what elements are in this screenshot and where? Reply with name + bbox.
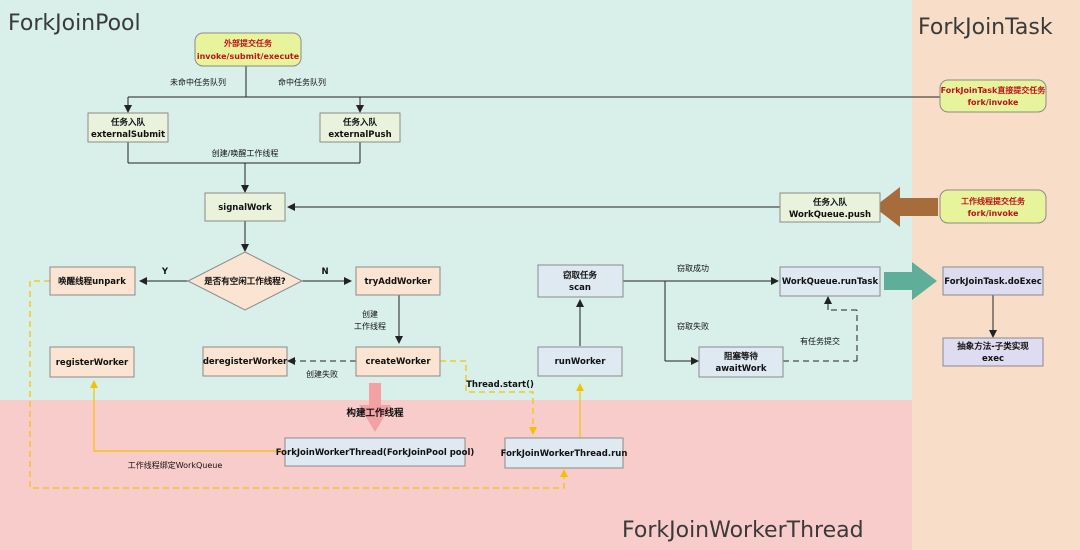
node-deregisterworker <box>202 346 288 377</box>
node-runworker-label: runWorker <box>555 357 607 367</box>
node-idle-worker-decision-label: 是否有空闲工作线程? <box>203 276 286 287</box>
node-externalsubmit-line2: externalSubmit <box>91 130 165 140</box>
node-worker-thread-ctor <box>284 437 466 467</box>
node-external-submit-line1: 外部提交任务 <box>224 38 273 48</box>
label-thread-start: Thread.start() <box>466 380 534 390</box>
node-externalpush-line2: externalPush <box>328 130 391 140</box>
edge-bind-workqueue <box>90 380 285 452</box>
label-yes: Y <box>161 267 169 277</box>
node-createworker <box>355 346 441 377</box>
node-awaitwork-line2: awaitWork <box>715 364 766 374</box>
node-abstract-exec-line1: 抽象方法-子类实现 <box>957 341 1029 352</box>
node-workqueue-push-line1: 任务入队 <box>812 197 848 208</box>
node-doexec <box>942 266 1044 296</box>
label-create-wake: 创建/唤醒工作线程 <box>212 148 279 158</box>
node-external-submit <box>194 32 302 67</box>
node-createworker-label: createWorker <box>365 357 431 367</box>
node-externalsubmit <box>87 112 169 143</box>
node-steal-scan-line2: scan <box>569 283 591 293</box>
region-forkjoinpool-bg <box>0 0 912 400</box>
region-title-forkjointask: ForkJoinTask <box>918 15 1053 40</box>
node-worker-thread-submit-line1: 工作线程提交任务 <box>961 196 1026 206</box>
node-deregisterworker-label: deregisterWorker <box>203 357 288 367</box>
node-externalsubmit-line1: 任务入队 <box>110 117 146 128</box>
node-forkjointask-submit-line2: fork/invoke <box>968 98 1019 107</box>
node-forkjointask-submit <box>939 79 1047 113</box>
node-workqueue-push-line2: WorkQueue.push <box>789 210 871 220</box>
node-worker-thread-submit <box>939 189 1047 224</box>
node-runtask-label: WorkQueue.runTask <box>782 277 879 287</box>
node-registerworker-label: registerWorker <box>56 358 129 368</box>
label-task-submitted: 有任务提交 <box>800 336 840 346</box>
node-runworker <box>537 346 623 377</box>
node-runtask <box>779 266 881 297</box>
node-abstract-exec <box>942 337 1044 367</box>
node-steal-scan <box>537 264 624 298</box>
node-unpark <box>49 266 136 296</box>
node-externalpush-line1: 任务入队 <box>342 117 378 128</box>
edge-unpark-to-run <box>29 280 568 489</box>
node-abstract-exec-line2: exec <box>982 354 1004 364</box>
node-worker-thread-run-label: ForkJoinWorkerThread.run <box>501 449 628 459</box>
node-awaitwork-line1: 阻塞等待 <box>724 351 759 362</box>
region-title-forkjoinworkerthread: ForkJoinWorkerThread <box>622 518 864 543</box>
label-steal-success: 窃取成功 <box>677 263 709 273</box>
node-workqueue-push <box>779 192 881 223</box>
node-worker-thread-run <box>504 437 624 469</box>
block-arrow-brown <box>874 187 938 227</box>
block-arrow-teal <box>884 262 937 300</box>
label-build-thread: 构建工作线程 <box>346 407 404 419</box>
node-awaitwork <box>698 346 784 378</box>
node-idle-worker-decision <box>186 251 304 311</box>
node-externalpush <box>319 112 401 143</box>
label-bind-workqueue: 工作线程绑定WorkQueue <box>128 460 223 470</box>
block-arrow-pink <box>359 383 391 432</box>
node-tryaddworker-label: tryAddWorker <box>364 277 432 287</box>
node-worker-thread-ctor-label: ForkJoinWorkerThread(ForkJoinPool pool) <box>276 448 475 458</box>
label-queue-hit: 命中任务队列 <box>278 77 326 87</box>
node-signalwork-label: signalWork <box>218 203 272 213</box>
node-external-submit-line2: invoke/submit/execute <box>197 52 300 61</box>
region-title-forkjoinpool: ForkJoinPool <box>8 11 141 36</box>
region-forkjoinworkerthread-bg <box>0 400 912 550</box>
node-worker-thread-submit-line2: fork/invoke <box>968 209 1019 218</box>
label-steal-failed: 窃取失败 <box>677 321 709 331</box>
node-forkjointask-submit-line1: ForkJoinTask直接提交任务 <box>941 85 1047 95</box>
node-registerworker <box>49 346 135 378</box>
label-create-failed: 创建失败 <box>306 369 338 379</box>
label-create-line2: 工作线程 <box>354 321 386 331</box>
node-doexec-label: ForkJoinTask.doExec <box>944 277 1042 287</box>
node-steal-scan-line1: 窃取任务 <box>563 270 598 281</box>
node-signalwork <box>204 192 286 222</box>
node-tryaddworker <box>355 266 441 296</box>
label-queue-miss: 未命中任务队列 <box>170 77 226 87</box>
label-no: N <box>321 267 328 277</box>
node-unpark-label: 唤醒线程unpark <box>58 276 126 287</box>
label-create-line1: 创建 <box>362 309 378 319</box>
